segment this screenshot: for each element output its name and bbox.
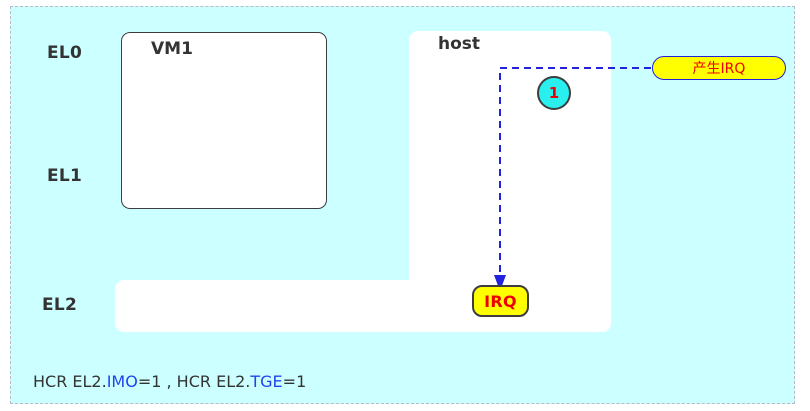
register-note-prefix-2: HCR EL2. xyxy=(176,372,251,391)
irq-node-label: IRQ xyxy=(484,291,517,311)
exception-level-label-el0: EL0 xyxy=(47,43,83,63)
register-note-value-1: =1 , xyxy=(137,372,177,391)
generate-irq-label: 产生IRQ xyxy=(652,56,786,80)
vm1-box: VM1 xyxy=(121,32,327,209)
step-marker-1: 1 xyxy=(537,76,571,110)
irq-node: IRQ xyxy=(472,285,529,317)
step-marker-1-label: 1 xyxy=(548,84,560,102)
register-note-value-2: =1 xyxy=(282,372,307,391)
exception-level-label-el1: EL1 xyxy=(47,166,83,186)
register-note: HCR EL2.IMO=1 , HCR EL2.TGE=1 xyxy=(33,372,306,391)
exception-level-label-el2: EL2 xyxy=(42,295,78,315)
generate-irq-label-text: 产生IRQ xyxy=(692,61,746,77)
vm1-box-label: VM1 xyxy=(151,39,193,59)
host-box-label: host xyxy=(438,34,481,54)
register-field-tge: TGE xyxy=(250,372,283,391)
register-note-prefix-1: HCR EL2. xyxy=(33,372,107,391)
register-field-imo: IMO xyxy=(106,372,138,391)
